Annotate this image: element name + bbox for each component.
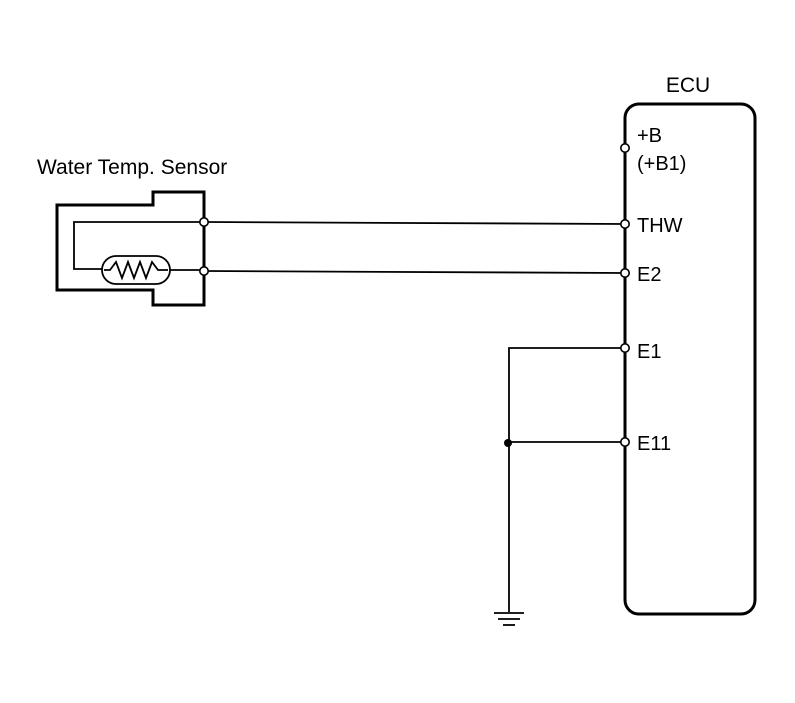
pin-label-thw: THW — [637, 215, 683, 237]
sensor-title: Water Temp. Sensor — [37, 156, 227, 179]
ground-symbol — [494, 612, 524, 626]
ecu-terminal-e1 — [619, 342, 630, 353]
pin-label-e11: E11 — [637, 433, 671, 455]
ecu-title: ECU — [666, 74, 710, 97]
ground-junction-dot — [504, 439, 512, 447]
ecu-terminal-e2 — [619, 267, 630, 278]
ecu-box — [623, 102, 757, 616]
pin-label-b: +B — [637, 125, 662, 147]
ecu-terminal-thw — [619, 219, 630, 230]
wire-e1-ground — [508, 347, 625, 612]
wire-e2 — [203, 270, 626, 274]
thermistor-zigzag — [104, 259, 168, 281]
ecu-terminal-b — [619, 143, 630, 154]
ecu-terminal-e11 — [619, 436, 630, 447]
sensor-terminal-1 — [199, 217, 210, 228]
wire-thw — [203, 221, 626, 225]
pin-label-b1: (+B1) — [637, 153, 686, 175]
sensor-connector-body — [55, 190, 206, 307]
pin-label-e2: E2 — [637, 264, 661, 286]
sensor-terminal-2 — [199, 265, 210, 276]
pin-label-e1: E1 — [637, 341, 661, 363]
sensor-internal-wire — [73, 221, 204, 270]
